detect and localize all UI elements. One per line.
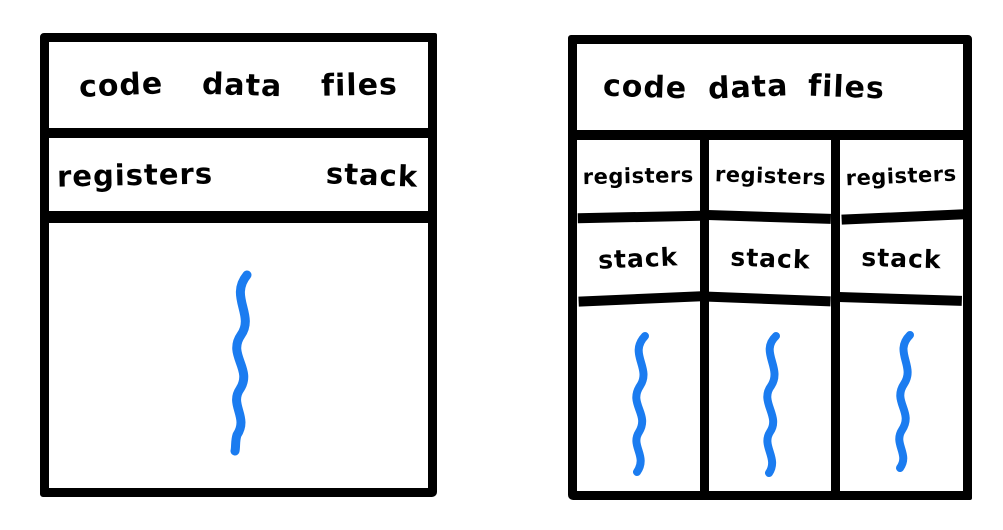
multi-threaded-process-box: code data files registers stack register…: [568, 35, 972, 500]
stack-label: stack: [839, 220, 965, 306]
thread-squiggle-icon: [882, 330, 922, 479]
code-label: code: [78, 65, 164, 105]
thread-squiggle-icon: [750, 330, 790, 484]
registers-label: registers: [707, 138, 833, 224]
code-label: code: [602, 68, 688, 106]
thread-area: [709, 304, 832, 491]
shared-resources-row: code data files: [49, 42, 428, 138]
thread-area: [49, 223, 428, 488]
single-threaded-process-box: code data files registers stack: [40, 33, 437, 497]
thread-squiggle-icon: [217, 267, 261, 461]
stack-label: stack: [325, 155, 419, 194]
thread-column: registers stack: [831, 137, 965, 491]
registers-stack-row: registers stack: [49, 138, 428, 223]
thread-columns: registers stack registers stack: [575, 137, 965, 491]
shared-resources-row: code data files: [577, 44, 963, 140]
stack-label: stack: [575, 219, 702, 307]
files-label: files: [320, 66, 399, 104]
thread-area: [577, 304, 700, 491]
thread-column: registers stack: [699, 138, 833, 491]
thread-column: registers stack: [575, 138, 702, 491]
thread-area: [840, 304, 963, 491]
registers-label: registers: [576, 138, 701, 224]
stack-label: stack: [707, 219, 833, 307]
thread-squiggle-icon: [618, 330, 658, 484]
data-label: data: [706, 67, 789, 107]
registers-label: registers: [56, 155, 214, 194]
data-label: data: [201, 66, 283, 104]
registers-label: registers: [838, 137, 965, 225]
files-label: files: [807, 68, 886, 106]
